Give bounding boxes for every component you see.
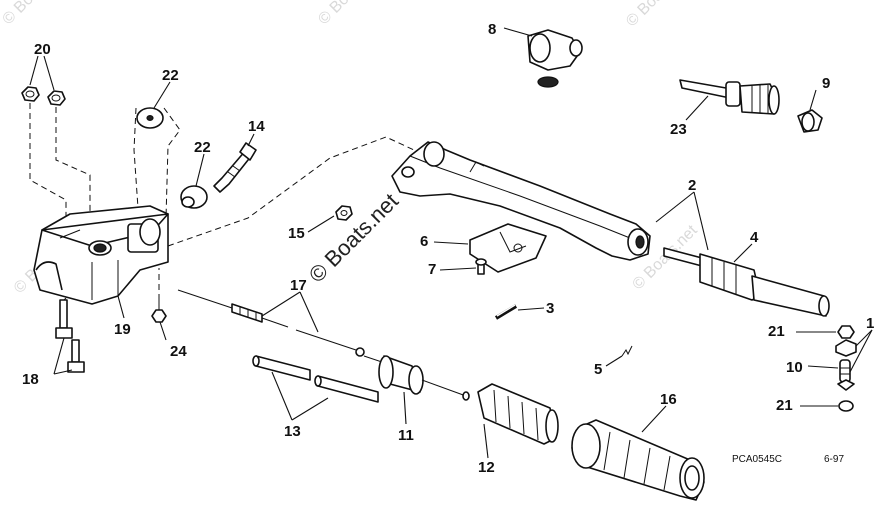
part-14-bolt	[213, 142, 257, 193]
part-19-housing	[33, 205, 169, 305]
callout-21-lower: 21	[776, 397, 793, 414]
callout-6: 6	[420, 233, 428, 250]
callout-1: 1	[866, 315, 874, 332]
callout-23: 23	[670, 121, 687, 138]
callout-16: 16	[660, 391, 677, 408]
callout-labels: 20 22 14 22 8 9 23 2 4 15 6 7 3 5 17 19 …	[22, 21, 874, 476]
part-10-spring-pin	[837, 359, 855, 391]
callout-13: 13	[284, 423, 301, 440]
part-5-spring	[621, 345, 633, 357]
part-12-sleeve	[477, 383, 559, 445]
callout-21-upper: 21	[768, 323, 785, 340]
callout-2: 2	[688, 177, 696, 194]
part-21-upper	[837, 325, 855, 339]
corner-watermark-top-mid: © Boats.net	[315, 0, 387, 28]
callout-17: 17	[290, 277, 307, 294]
leader-lines	[29, 27, 873, 459]
callout-24: 24	[170, 343, 187, 360]
callout-5: 5	[594, 361, 602, 378]
callout-12: 12	[478, 459, 495, 476]
callout-8: 8	[488, 21, 496, 38]
callout-10: 10	[786, 359, 803, 376]
callout-20: 20	[34, 41, 51, 58]
callout-22-bushing: 22	[194, 139, 211, 156]
callout-19: 19	[114, 321, 131, 338]
callout-7: 7	[428, 261, 436, 278]
callout-3: 3	[546, 300, 554, 317]
part-7-screw	[475, 258, 487, 275]
part-24-fitting	[151, 268, 167, 323]
reference-code: PCA0545C	[732, 454, 782, 465]
part-4-shaft	[663, 247, 830, 317]
part-18-bolts	[55, 297, 85, 373]
part-21-lower	[838, 400, 854, 412]
part-1-fitting	[835, 339, 857, 357]
part-15-nut	[335, 205, 353, 221]
callout-4: 4	[750, 229, 759, 246]
part-22-washer-top	[133, 107, 181, 219]
part-9-cap	[797, 109, 823, 133]
part-17-cable	[177, 289, 365, 357]
part-13-tubes	[252, 355, 379, 403]
callout-15: 15	[288, 225, 305, 242]
part-22-bushing	[180, 185, 208, 209]
part-16-grip	[571, 419, 705, 501]
part-8-cap	[527, 29, 583, 88]
callout-22-top: 22	[162, 67, 179, 84]
reference-date: 6-97	[824, 454, 844, 465]
part-2-steering-arm	[391, 141, 651, 261]
center-watermark: © Boats.net	[304, 188, 403, 287]
part-20-nuts	[21, 86, 91, 226]
callout-18: 18	[22, 371, 39, 388]
part-11-cylinder	[363, 355, 470, 401]
callout-11: 11	[398, 427, 414, 444]
corner-watermark-top-left: © Boats.net	[0, 0, 71, 28]
corner-watermark-top-right: © Boats.net	[623, 0, 695, 30]
part-23-switch	[679, 79, 780, 115]
callout-9: 9	[822, 75, 830, 92]
callout-14: 14	[248, 118, 265, 135]
part-6-bracket	[469, 223, 547, 273]
part-3-pin	[494, 304, 518, 320]
